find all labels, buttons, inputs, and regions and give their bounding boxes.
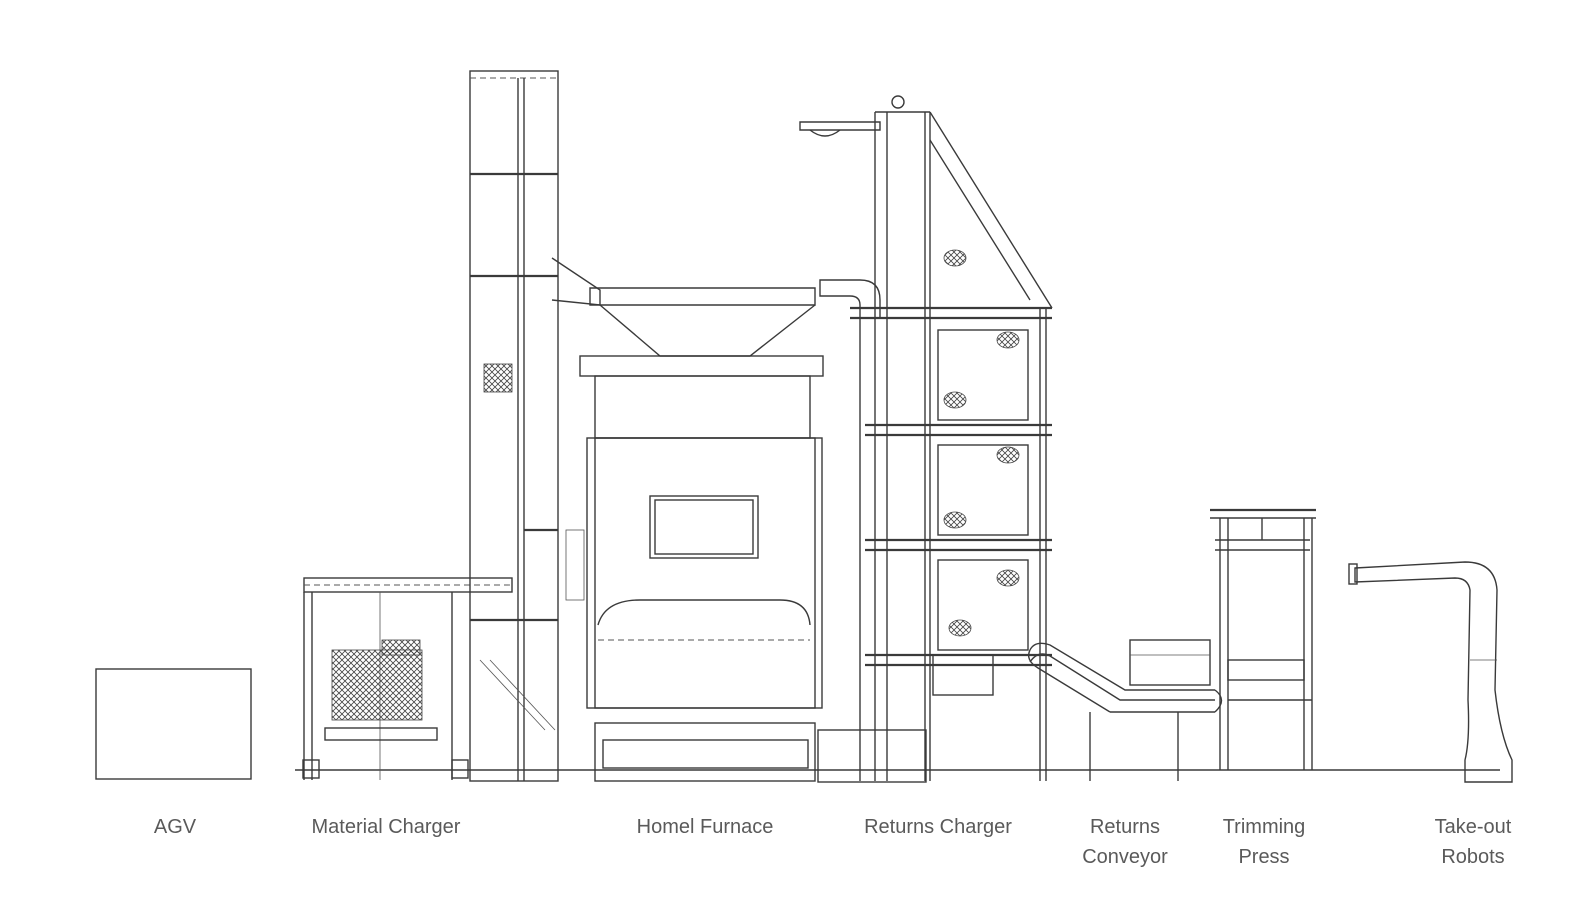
agv-drawing [95, 668, 252, 780]
elevator-column-drawing [469, 70, 559, 782]
take-out-robot-drawing [1348, 561, 1513, 783]
returns-conveyor-drawing [1027, 639, 1223, 781]
returns-charger-drawing [799, 95, 1053, 783]
label-material-charger: Material Charger [311, 816, 461, 838]
label-returns-charger: Returns Charger [864, 816, 1012, 838]
homel-furnace-drawing [551, 257, 824, 782]
material-charger-drawing [302, 577, 513, 780]
label-agv: AGV [153, 816, 197, 838]
label-homel-furnace: Homel Furnace [636, 816, 774, 838]
trimming-press-drawing [1210, 508, 1316, 770]
label-returns-conveyor: Returns Conveyor [1082, 816, 1168, 868]
label-take-out-robots: Take-out Robots [1434, 816, 1512, 868]
label-trimming-press: Trimming Press [1222, 816, 1306, 868]
